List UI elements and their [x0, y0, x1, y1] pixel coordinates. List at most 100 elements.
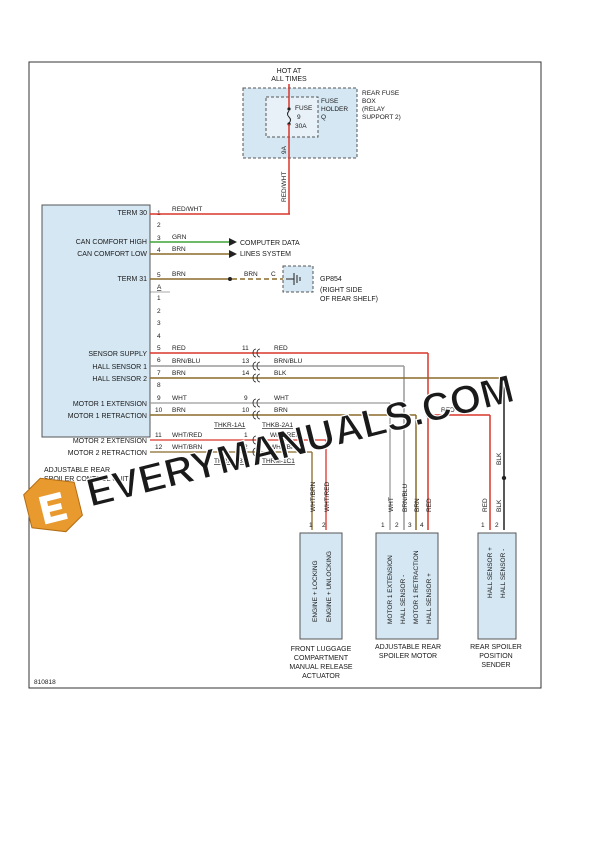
blk-vertical-color: BLK: [496, 452, 503, 465]
fuse-holder-line2: HOLDER: [321, 106, 348, 113]
motor-func2: HALL SENSOR -: [400, 575, 407, 624]
blk-splice-dot: [501, 475, 507, 481]
sender-func1: HALL SENSOR +: [487, 547, 494, 598]
fuse-box-line1: REAR FUSE: [362, 90, 400, 97]
s5-color: RED: [172, 345, 186, 352]
computer-data-line1: COMPUTER DATA: [240, 240, 300, 247]
label-hall2: HALL SENSOR 2: [92, 376, 147, 383]
r10-color: BRN: [274, 407, 288, 414]
cu-pin-b6: 6: [157, 357, 161, 364]
conn-pin-14: 14: [242, 370, 250, 377]
motor-caption2: SPOILER MOTOR: [379, 653, 437, 660]
r7-color: BLK: [274, 370, 287, 377]
act-pin1: 1: [309, 522, 313, 529]
hot-at-line2: ALL TIMES: [271, 76, 307, 83]
motor-wire2: BRN/BLU: [402, 484, 409, 512]
wire-can-low-color: BRN: [172, 246, 186, 253]
cu-pin-b9: 9: [157, 395, 161, 402]
fuse-box-line4: SUPPORT 2): [362, 114, 401, 121]
fuse-box-line3: (RELAY: [362, 106, 386, 113]
label-can-low: CAN COMFORT LOW: [77, 251, 147, 258]
splice-dot: [228, 277, 232, 281]
motor-func1: MOTOR 1 EXTENSION: [387, 555, 394, 624]
fuse-holder-line3: Q: [321, 114, 326, 121]
cu-pin-4: 4: [157, 247, 161, 254]
cu-pin-5: 5: [157, 272, 161, 279]
computer-data-line2: LINES SYSTEM: [240, 251, 291, 258]
act-caption2: COMPARTMENT: [294, 655, 349, 662]
cu-pin-b10: 10: [155, 407, 163, 414]
act-caption3: MANUAL RELEASE: [289, 664, 352, 671]
sender-caption2: POSITION: [479, 653, 512, 660]
motor-caption1: ADJUSTABLE REAR: [375, 644, 441, 651]
label-term30: TERM 30: [117, 210, 147, 217]
conn-pin-11: 11: [242, 345, 249, 352]
act-wire2: WHT/RED: [324, 481, 331, 512]
motor-pin1: 1: [381, 522, 385, 529]
control-unit-name-line2: SPOILER CONTROL UNIT: [44, 476, 129, 483]
ground-icon: [286, 273, 301, 285]
cu-pin-b1: 1: [157, 295, 161, 302]
feed-wire-color: RED/WHT: [281, 172, 288, 202]
s12-color: WHT/BRN: [172, 444, 203, 451]
arrow-can-high-icon: [229, 238, 237, 246]
label-m2ext: MOTOR 2 EXTENSION: [73, 438, 147, 445]
label-m1ret: MOTOR 1 RETRACTION: [68, 413, 147, 420]
wire-can-high-color: GRN: [172, 234, 187, 241]
cu-pin-b2: 2: [157, 308, 161, 315]
fuse-icon: [287, 110, 291, 124]
cu-pin-b4: 4: [157, 333, 161, 340]
conn-pin-10: 10: [242, 407, 250, 414]
r9-color: WHT: [274, 395, 289, 402]
hot-at-line1: HOT AT: [277, 68, 302, 75]
label-m1ext: MOTOR 1 EXTENSION: [73, 401, 147, 408]
act-func1: ENGINE + LOCKING: [312, 560, 319, 622]
act-caption4: ACTUATOR: [302, 673, 340, 680]
fuse-holder: [265, 96, 319, 138]
cu-pin-a: A: [157, 284, 162, 291]
fuse-label: FUSE: [295, 105, 313, 112]
s6-color: BRN/BLU: [172, 358, 200, 365]
fuse-pin-label: 9A: [281, 145, 288, 154]
r11-color: WHT/RED: [270, 432, 301, 439]
red-branch-color: RED: [441, 407, 455, 414]
conn-pin-13: 13: [242, 358, 250, 365]
conn-pin-9: 9: [244, 395, 248, 402]
label-m2ret: MOTOR 2 RETRACTION: [68, 450, 147, 457]
ground-name: GP854: [320, 276, 342, 283]
motor-pin4: 4: [420, 522, 424, 529]
motor-box: [375, 532, 439, 640]
motor-wire1: WHT: [388, 497, 395, 512]
label-hall1: HALL SENSOR 1: [92, 364, 147, 371]
conn-thkb2a1: THKB-2A1: [262, 422, 293, 429]
conn-pin-1: 1: [244, 432, 248, 439]
motor-func4: HALL SENSOR +: [426, 573, 433, 624]
motor-pin3: 3: [408, 522, 412, 529]
watermark-logo-icon: [23, 477, 83, 533]
motor-wire4: RED: [426, 498, 433, 512]
label-sensor-supply: SENSOR SUPPLY: [88, 351, 147, 358]
control-unit-name-line1: ADJUSTABLE REAR: [44, 467, 110, 474]
s7-color: BRN: [172, 370, 186, 377]
label-can-high: CAN COMFORT HIGH: [76, 239, 147, 246]
conn-thrm1b1: THRM-1B1: [214, 458, 247, 465]
conn-thrm1c1: THRM-1C1: [262, 458, 295, 465]
control-unit-bottom-pins: 1 2 3 4 5 6 7 8 9 10 11 12: [155, 295, 163, 451]
fuse-node-top: [287, 107, 291, 111]
wire-term31b-color: BRN: [244, 271, 258, 278]
cu-pin-b8: 8: [157, 382, 161, 389]
wire-bundle: [150, 352, 507, 530]
r6-color: BRN/BLU: [274, 358, 302, 365]
sender-caption1: REAR SPOILER: [470, 644, 522, 651]
inline-connectors: [252, 348, 261, 457]
sender-wire2: BLK: [496, 499, 503, 512]
label-term31: TERM 31: [117, 276, 147, 283]
sender-pin2: 2: [495, 522, 499, 529]
fuse-number: 9: [297, 114, 301, 121]
sender-caption3: SENDER: [481, 662, 510, 669]
motor-wire3: BRN: [414, 498, 421, 512]
ground-desc-line1: (RIGHT SIDE: [320, 287, 363, 294]
s10-color: BRN: [172, 407, 186, 414]
fuse-box-line2: BOX: [362, 98, 376, 105]
